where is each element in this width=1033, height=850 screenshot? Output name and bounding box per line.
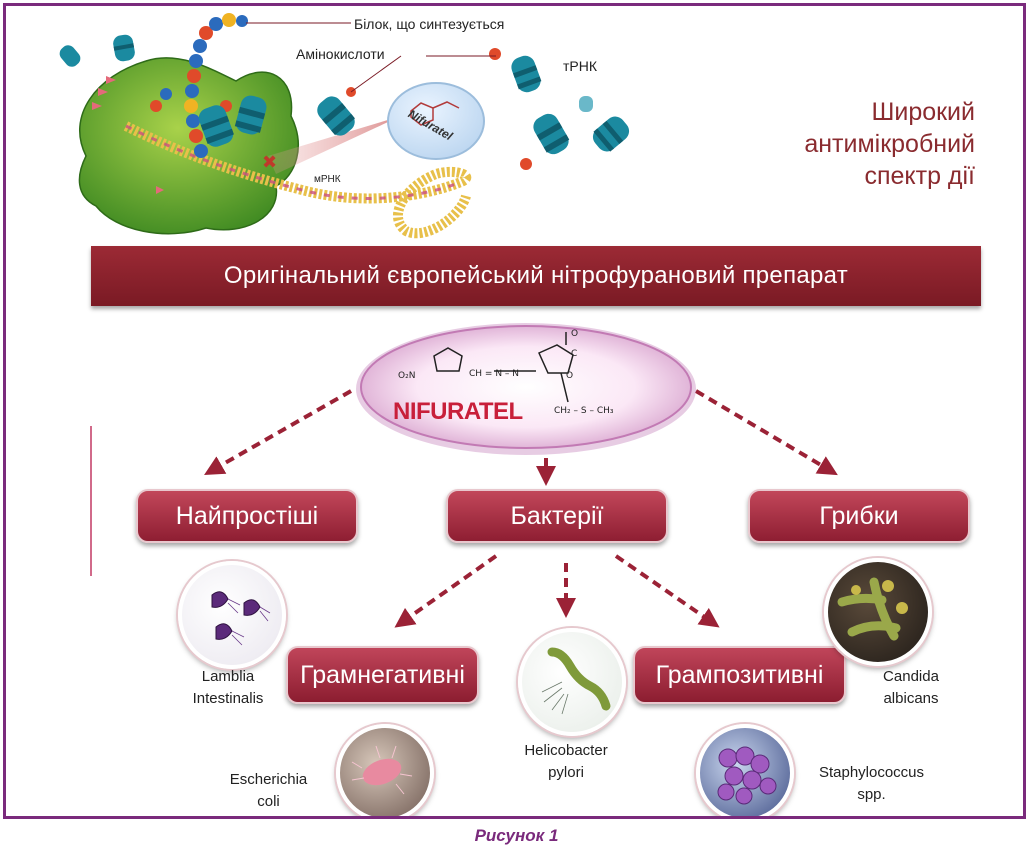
escherichia-line-1: Escherichia: [229, 771, 308, 788]
trna-label: тРНК: [563, 58, 598, 74]
amino-label-line: [350, 55, 402, 93]
staphylococcus-image: [696, 724, 794, 816]
helicobacter-line-2: pylori: [548, 764, 584, 781]
mrna-strand: [123, 121, 472, 239]
category-protozoa: Найпростіші: [136, 489, 358, 543]
headline: Широкий антимікробний спектр дії: [735, 96, 975, 192]
svg-text:O: O: [566, 371, 573, 381]
drug-action-beam: [268, 116, 401, 174]
block-mark-icon: ✖: [262, 152, 277, 173]
arrow-to-fungi: [694, 389, 838, 476]
trna-molecules: [59, 34, 630, 170]
diagram-arrows: O₂N CH = N – N C O O CH₂ – S – CH₃: [204, 323, 838, 628]
helicobacter-line-1: Helicobacter: [524, 742, 608, 759]
lamblia-label: Lamblia Intestinalis: [178, 666, 278, 710]
helicobacter-icon: [541, 647, 611, 715]
protein-chain: [150, 13, 248, 158]
category-bacteria: Бактерії: [446, 489, 668, 543]
mechanism-illustration: ✖: [59, 13, 630, 239]
helicobacter-image: [518, 628, 626, 736]
svg-text:CH₂ – S – CH₃: CH₂ – S – CH₃: [554, 406, 614, 416]
lamblia-icon: [211, 591, 271, 646]
nifuratel-name: NIFURATEL: [393, 398, 523, 425]
lamblia-line-1: Lamblia: [201, 668, 255, 685]
svg-text:C: C: [571, 349, 577, 359]
arrow-to-gram-negative: [394, 554, 498, 628]
arrow-to-protozoa: [204, 389, 352, 475]
category-gram-negative: Грамнегативні: [286, 646, 479, 704]
helicobacter-label: Helicobacter pylori: [501, 740, 631, 784]
staphylococcus-label: Staphylococcus spp.: [799, 762, 944, 806]
svg-text:O: O: [571, 329, 578, 339]
lamblia-image: [178, 561, 286, 669]
banner-text: Оригінальний європейський нітрофурановий…: [223, 262, 849, 289]
category-gram-positive: Грампозитивні: [633, 646, 846, 704]
candida-image: [824, 558, 932, 666]
figure-frame: ✖: [3, 3, 1026, 819]
svg-text:O₂N: O₂N: [398, 371, 415, 381]
candida-line-1: Candida: [883, 668, 939, 685]
ecoli-icon: [351, 745, 413, 795]
formula-text: O₂N CH = N – N C O O CH₂ – S – CH₃: [398, 329, 614, 416]
candida-line-2: albicans: [883, 690, 939, 707]
escherichia-line-2: coli: [257, 793, 280, 810]
arrow-to-gram-positive: [614, 554, 720, 628]
figure-caption: Рисунок 1: [474, 826, 559, 845]
headline-line-1: Широкий: [871, 98, 975, 126]
headline-line-3: спектр дії: [864, 162, 975, 190]
escherichia-label: Escherichia coli: [211, 769, 326, 813]
structural-formula: [433, 332, 574, 403]
staphylococcus-icon: [717, 746, 777, 805]
staphylococcus-line-2: spp.: [857, 786, 886, 803]
svg-text:CH = N – N: CH = N – N: [469, 369, 519, 379]
escherichia-image: [336, 724, 434, 816]
left-accent-line: [90, 426, 92, 576]
mrna-label: мРНК: [314, 174, 341, 185]
staphylococcus-line-1: Staphylococcus: [818, 764, 925, 781]
title-banner: Оригінальний європейський нітрофурановий…: [91, 246, 981, 306]
lamblia-line-2: Intestinalis: [192, 690, 264, 707]
drug-blob: [387, 82, 485, 160]
candida-icon: [837, 577, 908, 641]
category-fungi: Грибки: [748, 489, 970, 543]
amino-acids-label: Амінокислоти: [296, 46, 385, 62]
protein-label: Білок, що синтезується: [354, 16, 505, 32]
nifuratel-ellipse: [356, 323, 696, 455]
candida-label: Candida albicans: [861, 666, 961, 710]
decor-arrowheads: [92, 76, 164, 194]
headline-line-2: антимікробний: [804, 130, 975, 158]
